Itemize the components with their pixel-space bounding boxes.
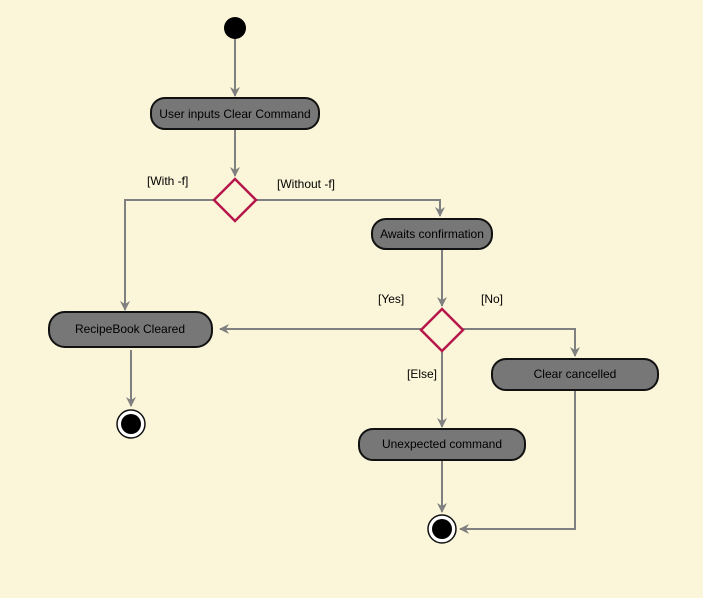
action-user-inputs: User inputs Clear Command — [150, 97, 320, 130]
action-user-inputs-label: User inputs Clear Command — [159, 107, 310, 121]
guard-yes: [Yes] — [378, 292, 404, 306]
final-node-main — [427, 514, 457, 544]
action-cleared-label: RecipeBook Cleared — [75, 322, 185, 336]
action-awaits-label: Awaits confirmation — [380, 227, 484, 241]
edge-no-to-cancelled — [463, 328, 580, 357]
guard-no: [No] — [481, 292, 503, 306]
decision-confirmation — [419, 307, 465, 353]
final-node-cleared — [116, 409, 146, 439]
edge-decision-to-cleared — [120, 199, 215, 311]
action-clear-cancelled: Clear cancelled — [491, 358, 659, 391]
action-cancelled-label: Clear cancelled — [534, 367, 617, 381]
guard-else: [Else] — [407, 367, 437, 381]
action-unexpected-label: Unexpected command — [382, 437, 502, 451]
edges — [120, 39, 580, 534]
guard-with-f: [With -f] — [147, 174, 188, 188]
action-awaits-confirmation: Awaits confirmation — [371, 218, 493, 250]
action-recipebook-cleared: RecipeBook Cleared — [48, 311, 213, 348]
edge-cancelled-to-end — [459, 390, 576, 534]
decision-clear-flag — [212, 177, 258, 223]
initial-node — [224, 17, 246, 39]
guard-without-f: [Without -f] — [277, 177, 335, 191]
action-unexpected-command: Unexpected command — [358, 428, 526, 461]
edge-decision-to-awaits — [256, 199, 445, 217]
